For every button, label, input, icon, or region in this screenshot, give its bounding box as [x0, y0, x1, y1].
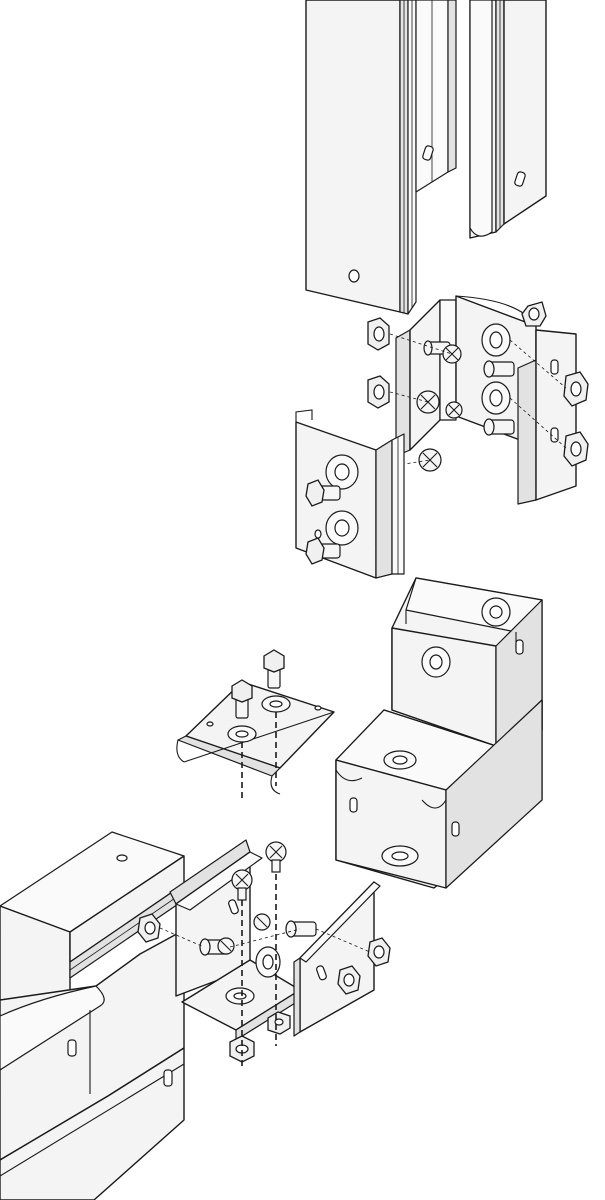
hex-nut — [563, 431, 589, 467]
hex-nut — [521, 301, 547, 327]
phillips-screw — [442, 344, 462, 364]
hex-nut — [367, 375, 390, 409]
hex-nut — [367, 317, 390, 351]
hex-nut — [563, 371, 589, 407]
hex-nut — [229, 1035, 255, 1063]
carriage-bolt — [483, 418, 515, 436]
hex-bolt — [263, 649, 285, 689]
carriage-bolt — [285, 920, 317, 938]
vertical-coupler-set — [295, 295, 589, 579]
phillips-screw — [231, 869, 253, 901]
hex-nut — [337, 965, 361, 995]
hex-nut — [137, 913, 161, 943]
phillips-screw — [416, 390, 440, 414]
horizontal-coupler-set — [159, 839, 391, 1070]
hex-bolt — [231, 679, 253, 719]
vertical-channel — [305, 0, 547, 315]
hex-bolt — [305, 479, 341, 507]
phillips-screw — [253, 913, 271, 931]
phillips-screw — [265, 841, 287, 873]
elbow-fitting — [335, 577, 543, 889]
hex-nut — [367, 937, 391, 967]
phillips-screw — [217, 937, 235, 955]
mounting-bracket — [176, 649, 335, 802]
horizontal-channel — [0, 831, 185, 1200]
hex-nut — [267, 1011, 291, 1035]
phillips-screw — [418, 448, 442, 472]
carriage-bolt — [483, 360, 515, 378]
phillips-screw — [445, 401, 463, 419]
